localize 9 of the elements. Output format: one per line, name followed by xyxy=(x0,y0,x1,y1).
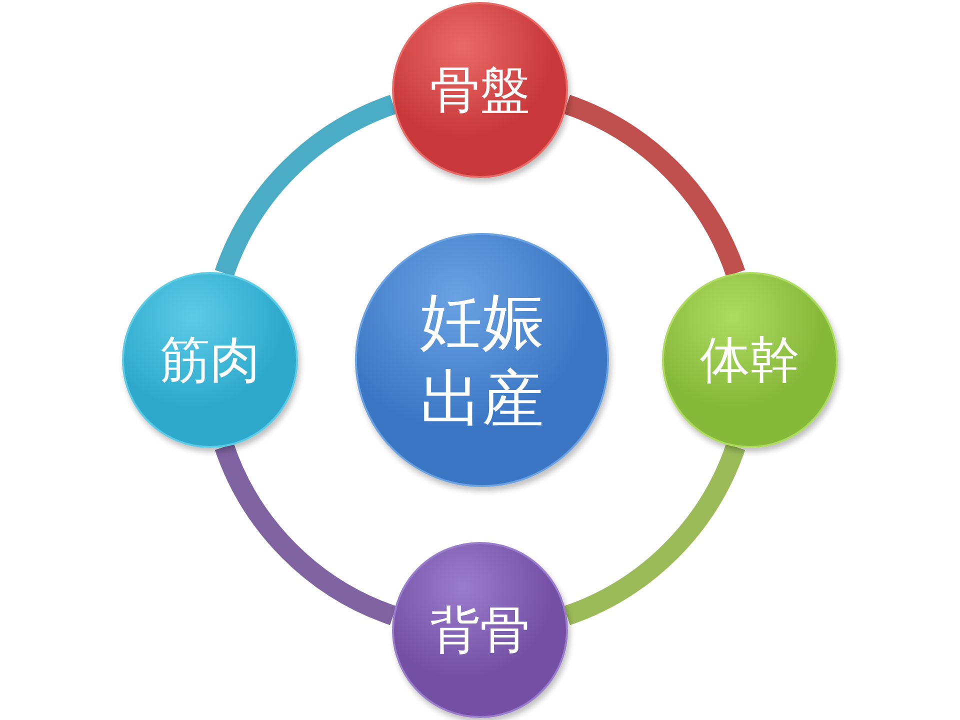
topic-circle: 体幹 xyxy=(662,272,838,448)
center-circle: 妊娠出産 xyxy=(355,233,609,487)
connector-arc xyxy=(215,95,397,277)
connector-arc xyxy=(215,443,397,625)
topic-circle: 背骨 xyxy=(392,542,568,718)
topic-circle: 筋肉 xyxy=(122,272,298,448)
connector-arc xyxy=(563,443,745,625)
connector-arc xyxy=(563,95,745,277)
topic-circle: 骨盤 xyxy=(392,2,568,178)
